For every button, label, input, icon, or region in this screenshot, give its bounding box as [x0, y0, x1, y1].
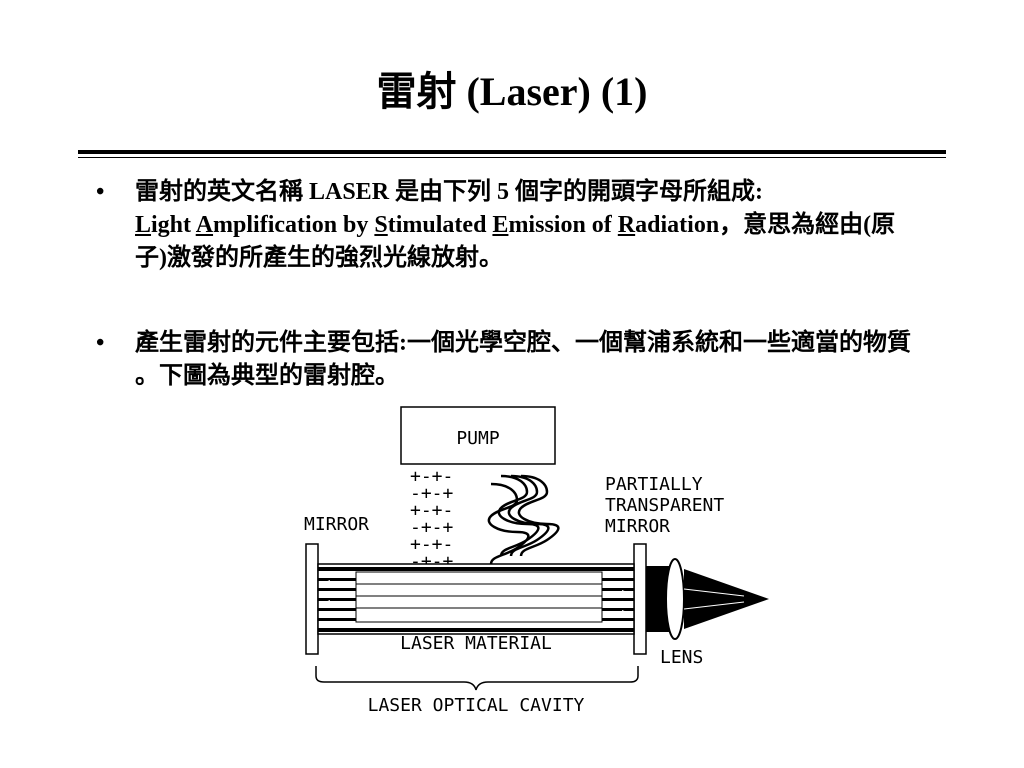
charge-row: -+-+	[410, 483, 454, 504]
acronym-intro-text: 雷射的英文名稱 LASER 是由下列 5 個字的開頭字母所組成:	[135, 179, 764, 205]
cavity-brace	[315, 666, 639, 691]
acronym-initial: S	[374, 212, 388, 238]
lens-icon	[665, 558, 685, 640]
charge-marks: +-+- -+-+ +-+- -+-+ +-+- -+-+	[410, 466, 454, 572]
acronym-initial: R	[617, 212, 636, 238]
acronym-word-light: Light	[135, 212, 196, 238]
laser-material-label: LASER MATERIAL	[400, 633, 552, 654]
acronym-initial: A	[195, 212, 214, 238]
partial-mirror	[633, 543, 647, 655]
laser-cavity-diagram: PUMP +-+- -+-+ +-+- -+-+ +-+- -+-+ MIRRO…	[304, 406, 769, 716]
bullet-dot-icon: •	[96, 330, 105, 356]
charge-row: +-+-	[410, 534, 453, 555]
components-text: 產生雷射的元件主要包括:一個光學空腔、一個幫浦系統和一些適當的物質 。下圖為典型…	[135, 330, 911, 389]
acronym-word-amplification: Amplification by	[195, 212, 375, 238]
acronym-word-stimulated: Stimulated	[374, 212, 493, 238]
bullet-item-laser-acronym: • 雷射的英文名稱 LASER 是由下列 5 個字的開頭字母所組成: Light…	[92, 176, 922, 275]
title-divider-thin	[78, 157, 946, 158]
charge-row: +-+-	[410, 466, 453, 487]
bullet-dot-icon: •	[96, 179, 105, 205]
page-title: 雷射 (Laser) (1)	[376, 69, 648, 114]
title-divider-thick	[78, 150, 946, 154]
charge-row: -+-+	[410, 517, 454, 538]
acronym-meaning-text: ，意思為經由(原子)激發的所產生的強烈光線放射。	[135, 212, 896, 271]
pump-wave-icon	[487, 474, 560, 565]
acronym-initial: L	[135, 212, 152, 238]
full-mirror	[305, 543, 319, 655]
cavity-label: LASER OPTICAL CAVITY	[368, 695, 585, 716]
mirror-label: MIRROR	[304, 514, 369, 535]
bullet-item-laser-components: • 產生雷射的元件主要包括:一個光學空腔、一個幫浦系統和一些適當的物質 。下圖為…	[92, 327, 922, 393]
acronym-initial: E	[492, 212, 509, 238]
laser-material-rod	[317, 563, 635, 635]
bullet-list: • 雷射的英文名稱 LASER 是由下列 5 個字的開頭字母所組成: Light…	[92, 176, 922, 393]
charge-row: +-+-	[410, 500, 453, 521]
partial-mirror-label-line1: PARTIALLY	[605, 474, 703, 495]
pump-label: PUMP	[456, 428, 500, 449]
acronym-word-emission: Emission of	[492, 212, 618, 238]
lens-label: LENS	[660, 647, 703, 668]
partial-mirror-label-line2: TRANSPARENT	[605, 495, 724, 516]
acronym-word-radiation: Radiation	[617, 212, 720, 238]
light-arrows	[320, 580, 632, 618]
output-beam	[646, 558, 769, 640]
pump-box	[400, 406, 556, 465]
partial-mirror-label-line3: MIRROR	[605, 516, 670, 537]
